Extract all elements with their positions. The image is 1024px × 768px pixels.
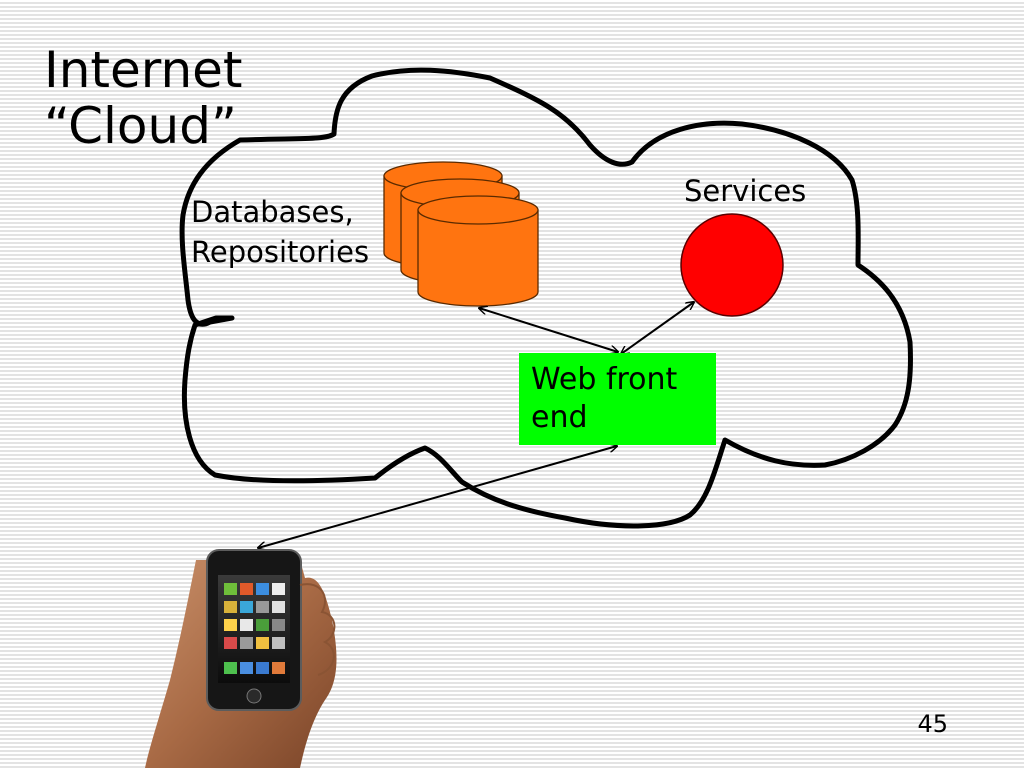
repositories-label: Repositories (191, 235, 370, 269)
services-circle (680, 213, 784, 317)
smartphone-in-hand-icon (145, 549, 337, 768)
databases-label: Databases, (191, 195, 354, 229)
arrow-services-web (621, 302, 694, 354)
web-front-end-box: Web front end (519, 353, 716, 445)
slide-title-line1: Internet (44, 41, 243, 99)
services-label: Services (684, 174, 807, 208)
database-icon (383, 161, 539, 307)
arrow-database-web (479, 308, 618, 352)
slide-title-line2: “Cloud” (44, 97, 237, 155)
web-front-end-label-line1: Web front (531, 362, 678, 397)
web-front-end-label-line2: end (531, 400, 588, 435)
arrow-web-phone (258, 446, 617, 548)
app-icons (224, 583, 285, 674)
database-cylinder (417, 195, 539, 307)
cloud-outline (179, 67, 913, 529)
page-number: 45 (917, 710, 948, 738)
